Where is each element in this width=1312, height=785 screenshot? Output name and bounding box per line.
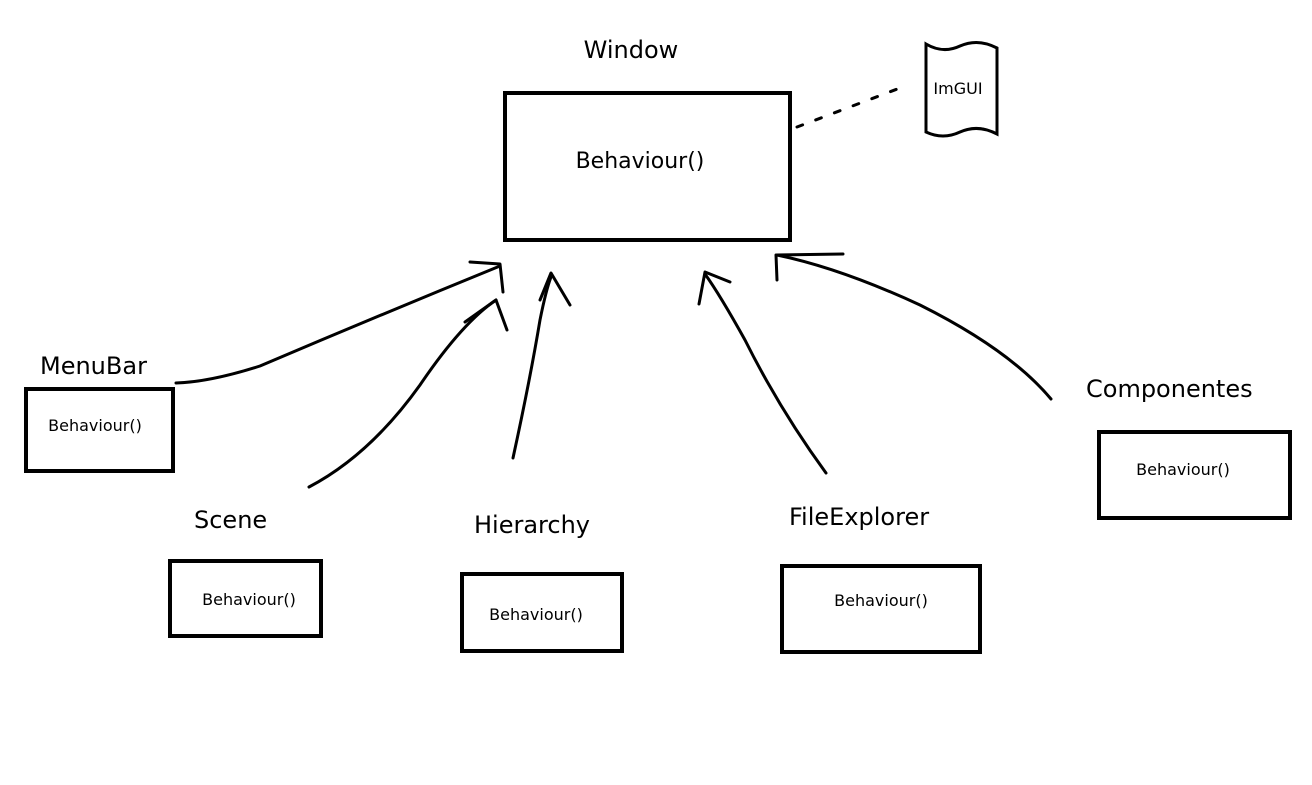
menubar-title: MenuBar [40,352,147,380]
imgui-node: ImGUI [924,41,999,138]
scene-method: Behaviour() [202,590,296,609]
componentes-node: Componentes Behaviour() [1086,375,1292,520]
scene-node: Scene Behaviour() [168,506,323,638]
menubar-node: MenuBar Behaviour() [24,352,175,473]
hierarchy-node: Hierarchy Behaviour() [460,511,624,653]
menubar-box [24,387,175,473]
fileexplorer-arrow [697,270,828,475]
scene-box [168,559,323,638]
window-node: Window Behaviour() [503,36,792,242]
hierarchy-box [460,572,624,653]
hierarchy-method: Behaviour() [489,605,583,624]
window-method: Behaviour() [576,149,705,174]
imgui-label: ImGUI [933,79,982,98]
fileexplorer-method: Behaviour() [834,591,928,610]
hierarchy-title: Hierarchy [474,511,590,539]
window-title: Window [584,36,679,64]
menubar-arrow [174,260,505,385]
menubar-method: Behaviour() [48,416,142,435]
componentes-arrow [774,252,1053,401]
scene-title: Scene [194,506,267,534]
window-box [503,91,792,242]
imgui-dependency-line [795,86,902,129]
fileexplorer-node: FileExplorer Behaviour() [780,503,982,654]
fileexplorer-title: FileExplorer [789,503,929,531]
hierarchy-arrow [511,271,572,460]
componentes-box [1097,430,1292,520]
componentes-title: Componentes [1086,375,1253,403]
scene-arrow [307,298,509,489]
fileexplorer-box [780,564,982,654]
componentes-method: Behaviour() [1136,460,1230,479]
imgui-shape [924,41,999,138]
